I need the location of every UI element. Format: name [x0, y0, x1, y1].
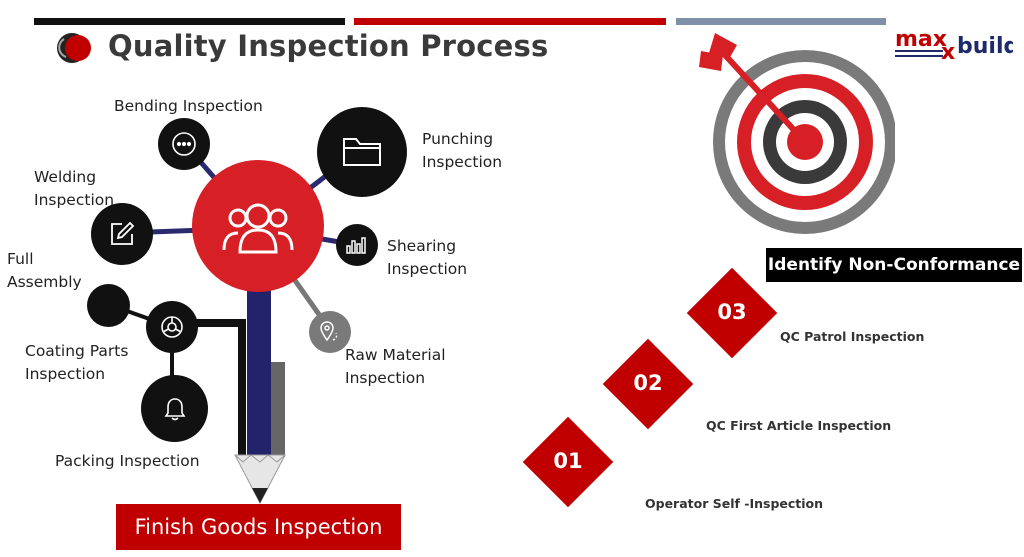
users-icon — [222, 203, 294, 254]
label-coating: Coating Parts Inspection — [25, 342, 129, 383]
brand-logo: max x build — [893, 21, 1019, 67]
target-arrow-icon — [699, 33, 895, 234]
header-bar-black — [34, 18, 345, 25]
header-bar-steel — [676, 18, 886, 25]
step-03-label: QC Patrol Inspection — [780, 329, 925, 344]
step-01-label: Operator Self -Inspection — [645, 496, 824, 511]
header-bar-red — [354, 18, 666, 25]
finish-goods-box: Finish Goods Inspection — [116, 504, 401, 550]
label-welding: Welding Inspection — [34, 168, 115, 209]
label-packing: Packing Inspection — [55, 452, 200, 470]
bell-icon — [164, 397, 185, 420]
node-welding — [91, 203, 153, 265]
node-packing — [141, 375, 208, 442]
pencil-body — [247, 290, 271, 458]
node-punching — [317, 107, 407, 197]
label-shearing: Shearing Inspection — [387, 237, 468, 278]
label-bending: Bending Inspection — [114, 97, 263, 115]
logo-text-max: max — [895, 27, 947, 52]
node-shearing — [336, 224, 378, 266]
label-punching: Punching Inspection — [422, 130, 503, 171]
hub-node — [192, 160, 324, 292]
logo-text-build: build — [957, 34, 1013, 59]
more-dots-icon — [172, 132, 196, 156]
title-bullet-icon — [57, 33, 91, 63]
logo-text-x: x — [941, 40, 955, 65]
page-title: Quality Inspection Process — [108, 29, 549, 63]
folder-icon — [343, 138, 381, 166]
node-raw-material — [309, 311, 351, 353]
step-02-label: QC First Article Inspection — [706, 418, 892, 433]
pencil-tip — [234, 454, 286, 505]
node-coating — [146, 301, 198, 353]
step-03-number: 03 — [717, 300, 747, 324]
gear-icon — [161, 316, 183, 338]
node-full-assembly — [87, 284, 130, 327]
step-02-number: 02 — [633, 371, 663, 395]
map-pin-icon — [320, 321, 338, 342]
identify-label: Identify Non-Conformance — [766, 248, 1022, 282]
step-01-number: 01 — [553, 449, 583, 473]
edit-icon — [111, 221, 135, 245]
node-bending — [158, 118, 210, 170]
bar-chart-icon — [346, 237, 366, 254]
label-full-assembly: Full Assembly — [7, 250, 82, 291]
label-raw-material: Raw Material Inspection — [345, 346, 446, 387]
